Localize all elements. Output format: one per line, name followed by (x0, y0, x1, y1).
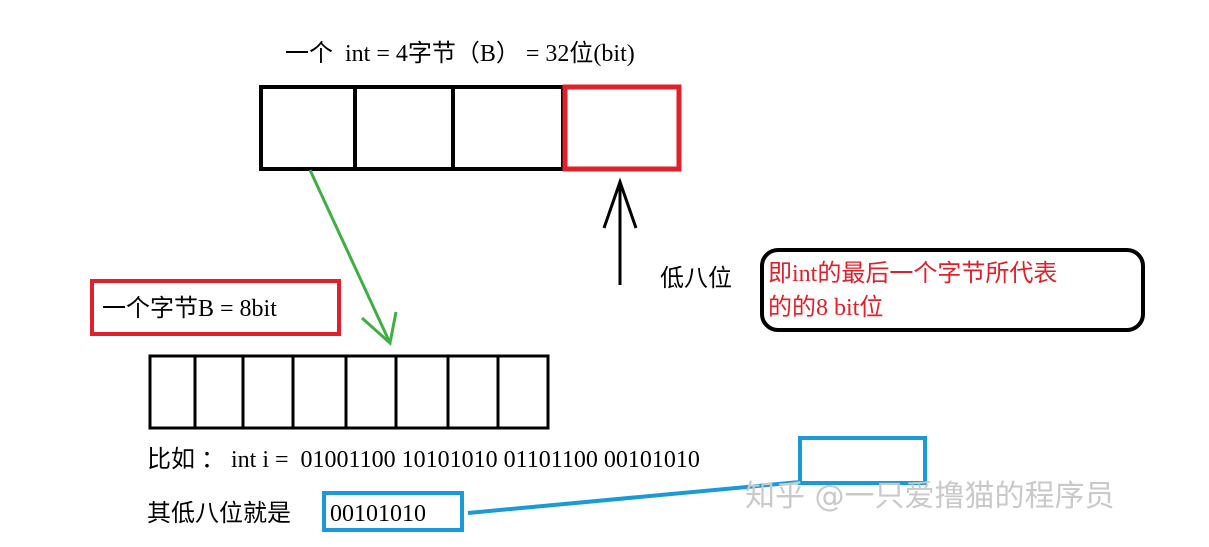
byte-value: 00101010 (603, 447, 700, 473)
watermark: 知乎 @一只爱撸猫的程序员 (745, 479, 1115, 514)
bits-outline (148, 354, 550, 430)
low-byte-highlight (798, 436, 927, 485)
callout-line-1: 即int的最后一个字节所代表 (768, 261, 1058, 287)
callout-line-2: 的的8 bit位 (768, 295, 884, 321)
example-line: 比如 ： int i = 01001100 10101010 01101100 … (147, 448, 700, 472)
byte-value: 10101010 (401, 447, 498, 473)
result-prefix: 其低八位就是 (147, 501, 291, 527)
byte-value: 01001100 (300, 447, 396, 473)
byte-label: 一个字节B = 8bit (102, 296, 277, 322)
up-arrow (602, 177, 638, 285)
byte-box-3 (451, 85, 565, 171)
title: 一个 int = 4字节（B） = 32位(bit) (285, 41, 635, 67)
int-bytes (259, 84, 682, 172)
green-arrow (308, 169, 398, 346)
byte-box-1 (259, 85, 357, 171)
byte-box-2 (353, 85, 455, 171)
result-box (322, 491, 464, 532)
byte-label-box (90, 279, 341, 336)
blue-link (467, 480, 801, 515)
low-eight-label: 低八位 (660, 266, 732, 292)
result-value: 00101010 (330, 501, 426, 527)
byte-value: 01101100 (503, 447, 598, 473)
bit-boxes (148, 354, 550, 430)
byte-box-4-low (562, 84, 682, 172)
callout-box (760, 248, 1145, 332)
example-prefix: 比如 ： int i = (147, 447, 301, 473)
